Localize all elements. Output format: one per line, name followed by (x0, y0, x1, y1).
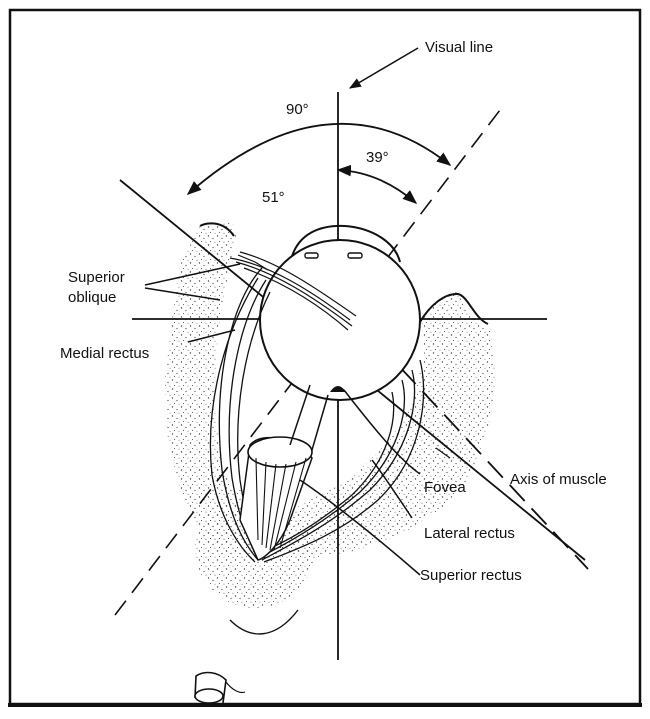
label-fovea: Fovea (424, 479, 466, 496)
arc-90 (188, 124, 450, 194)
label-angle-51: 51° (262, 189, 285, 206)
leader-visual-line (350, 48, 418, 88)
arc-39 (338, 170, 416, 203)
globe (260, 240, 420, 400)
label-axis-of-muscle: Axis of muscle (510, 471, 607, 488)
bottom-rule (8, 703, 642, 707)
label-lateral-rectus: Lateral rectus (424, 525, 515, 542)
label-superior-oblique-1: Superior (68, 269, 125, 286)
label-angle-90: 90° (286, 101, 309, 118)
label-angle-39: 39° (366, 149, 389, 166)
label-superior-rectus: Superior rectus (420, 567, 522, 584)
label-visual-line: Visual line (425, 39, 493, 56)
nerve-stump (195, 610, 298, 703)
label-medial-rectus: Medial rectus (60, 345, 149, 362)
label-superior-oblique-2: oblique (68, 289, 116, 306)
